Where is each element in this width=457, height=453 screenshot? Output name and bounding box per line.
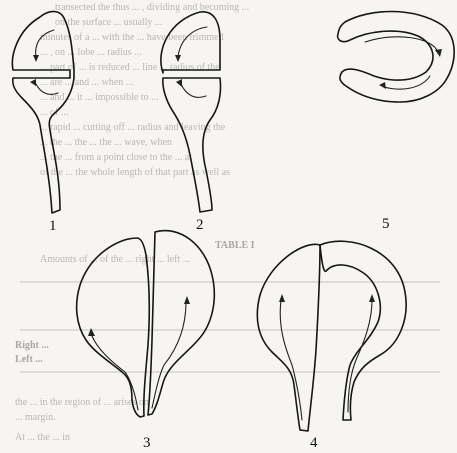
ghost-line-9: ... rapid ... cutting off ... radius and… [40, 122, 226, 133]
ghost-table-row: Left ... [15, 354, 43, 365]
label-drawing-4: 4 [310, 435, 318, 451]
label-drawing-5: 5 [382, 216, 390, 232]
ghost-table-row: Right ... [15, 340, 49, 351]
label-drawing-3: 3 [143, 435, 151, 451]
ghost-line-15: At ... the ... in [15, 432, 70, 443]
ghost-line-10: ... the ... the ... the ... wave, when [40, 137, 172, 148]
ghost-line-8: ... of ... [40, 107, 68, 118]
label-drawing-1: 1 [49, 218, 57, 234]
ghost-line-2: on the surface ... usually ... [55, 17, 162, 28]
ghost-line-5: ... part of ... is reduced ... line ... … [40, 62, 220, 73]
drawing-4-arrows [279, 294, 375, 420]
ghost-line-11: ... the ... from a point close to the ..… [40, 152, 192, 163]
ghost-line-14: ... margin. [15, 412, 56, 423]
ghost-table-title: TABLE I [215, 240, 255, 251]
ghost-table-caption: Amounts of ... of the ... right ... left… [40, 254, 190, 265]
drawing-5-arrows [365, 37, 442, 89]
drawing-4-outline [257, 244, 320, 431]
ghost-line-12: of the ... the whole length of that part… [40, 167, 230, 178]
ghost-line-1: transected the thus ... , dividing and b… [55, 2, 249, 13]
drawing-4-right-outline [320, 241, 406, 420]
show-through-text: transected the thus ... , dividing and b… [15, 2, 440, 443]
drawing-4 [257, 241, 406, 431]
ghost-line-13: the ... in the region of ... arises on [15, 397, 149, 408]
label-drawing-2: 2 [196, 217, 204, 233]
drawing-5 [338, 11, 455, 102]
ghost-line-4: ... , on ... lobe ... radius ... [40, 47, 142, 58]
drawing-5-outline [338, 11, 455, 102]
ghost-line-3: minutes of a ... with the ... have been … [40, 32, 224, 43]
drawing-3-arrows [88, 296, 190, 410]
